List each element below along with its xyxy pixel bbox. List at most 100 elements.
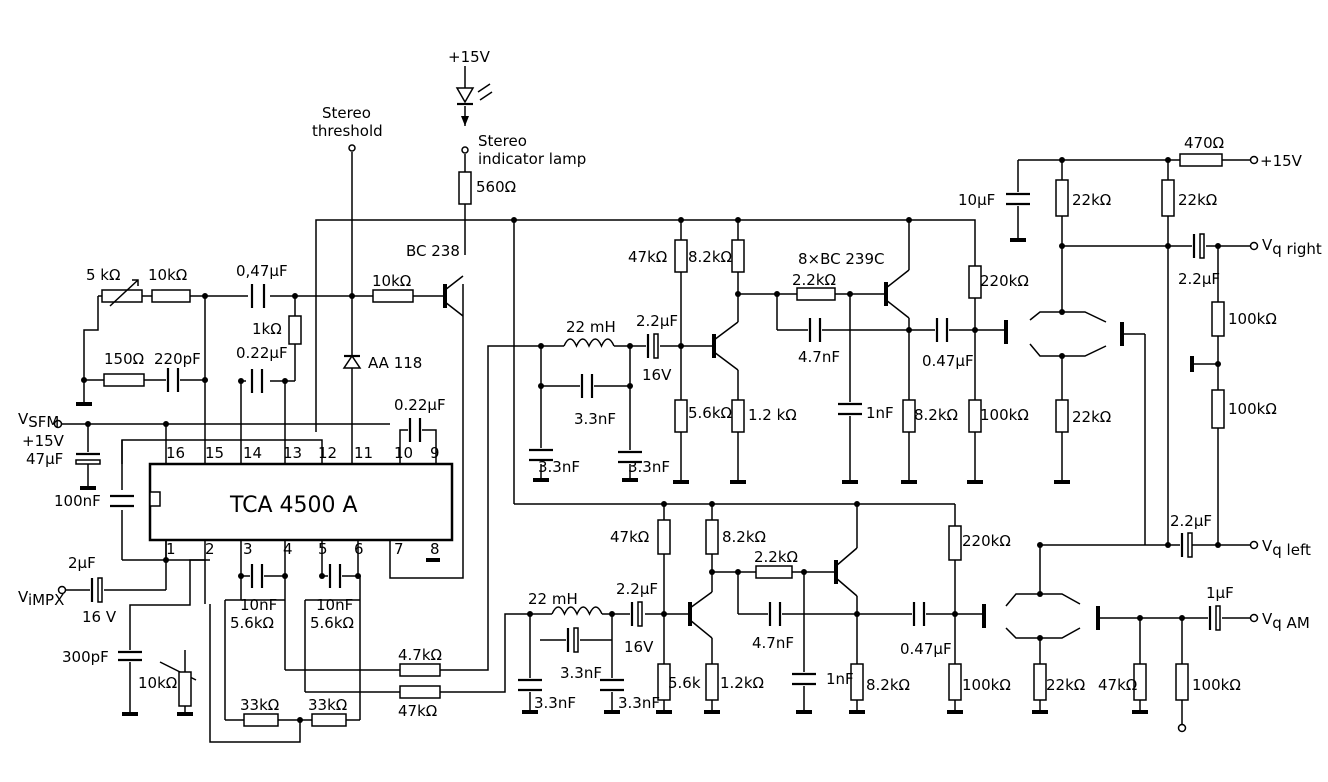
supply-15v-top: +15V (448, 48, 491, 66)
r100k-right2-value: 100kΩ (1228, 400, 1277, 418)
ic-tca4500a: TCA 4500 A 16 15 14 13 12 11 10 9 1 2 3 … (148, 444, 454, 558)
r100k-right1-value: 100kΩ (1228, 310, 1277, 328)
c10n-a-value: 10nF (240, 596, 277, 614)
diode-aa118 (342, 354, 362, 369)
vimpx-label: ViMPX (18, 588, 64, 609)
pin-1: 1 (166, 540, 176, 558)
pin-10: 10 (394, 444, 413, 462)
c10n-b-value: 10nF (316, 596, 353, 614)
c33n-bottom1-value: 3.3nF (560, 664, 602, 682)
c10u-value: 10µF (958, 191, 995, 209)
r56-bottom-value: 5.6k (668, 674, 701, 692)
stereo-threshold-line2: threshold (312, 122, 383, 140)
r56k-a-value: 5.6kΩ (230, 614, 274, 632)
r22k-top-value: 2.2kΩ (792, 271, 836, 289)
r22k-am-value: 22kΩ (1046, 676, 1085, 694)
bc238-label: BC 238 (406, 242, 460, 260)
c047-bottom-value: 0.47µF (900, 640, 952, 658)
wiring (62, 66, 1250, 743)
bc239c-label: 8×BC 239C (798, 250, 884, 268)
component-values: 560Ω 5 kΩ 10kΩ 0,47µF 1kΩ 10kΩ 150Ω 220p… (26, 134, 1277, 720)
v16-bottom-value: 16V (624, 638, 654, 656)
pin-2: 2 (205, 540, 215, 558)
aa118-label: AA 118 (368, 354, 422, 372)
c2u-in-value: 2µF (68, 554, 96, 572)
v16-top-value: 16V (642, 366, 672, 384)
c22-right-value: 2.2µF (1178, 270, 1220, 288)
r47k-am-value: 47kΩ (1098, 676, 1137, 694)
r33k-a-value: 33kΩ (240, 696, 279, 714)
c100n-value: 100nF (54, 492, 101, 510)
pin-16: 16 (166, 444, 185, 462)
c022-a-value: 0.22µF (236, 344, 288, 362)
r22k-bottom-value: 2.2kΩ (754, 548, 798, 566)
potentiometers (109, 279, 139, 307)
c1n-top-value: 1nF (866, 404, 894, 422)
r100k-am-value: 100kΩ (1192, 676, 1241, 694)
r82k-top-value: 8.2kΩ (688, 248, 732, 266)
r100k-bottom-value: 100kΩ (962, 676, 1011, 694)
resistors (101, 153, 1225, 727)
r100k-top-value: 100kΩ (980, 406, 1029, 424)
c047-a-value: 0,47µF (236, 262, 288, 280)
led-stereo-indicator (455, 83, 493, 126)
vq-right-label: Vq right (1262, 236, 1322, 258)
vq-left-label: Vq left (1262, 537, 1311, 559)
r10k-b-value: 10kΩ (372, 272, 411, 290)
pin-7: 7 (394, 540, 404, 558)
pin-15: 15 (205, 444, 224, 462)
r82k-bottom-value: 8.2kΩ (722, 528, 766, 546)
r12k-top-value: 1.2 kΩ (748, 406, 797, 424)
c022-b-value: 0.22µF (394, 396, 446, 414)
pin-8: 8 (430, 540, 440, 558)
l22-top-value: 22 mH (566, 318, 616, 336)
c220p-value: 220pF (154, 350, 201, 368)
r470-value: 470Ω (1184, 134, 1224, 152)
r560-value: 560Ω (476, 178, 516, 196)
pin-4: 4 (283, 540, 293, 558)
c22-left-value: 2.2µF (1170, 512, 1212, 530)
r82k-top2-value: 8.2kΩ (914, 406, 958, 424)
r33k-b-value: 33kΩ (308, 696, 347, 714)
r1k-value: 1kΩ (252, 320, 282, 338)
r47k-top-value: 47kΩ (628, 248, 667, 266)
pin-5: 5 (318, 540, 328, 558)
r47k-a-value: 4.7kΩ (398, 646, 442, 664)
c22-top-value: 2.2µF (636, 312, 678, 330)
terminals (53, 144, 1259, 733)
stereo-lamp-line1: Stereo (478, 132, 527, 150)
supply-15v-right: +15V (1260, 152, 1303, 170)
pin-13: 13 (283, 444, 302, 462)
r47k-b-value: 47kΩ (398, 702, 437, 720)
c300p-value: 300pF (62, 648, 109, 666)
junctions (81, 157, 1221, 723)
r22k-r3-value: 22kΩ (1072, 408, 1111, 426)
r10k-a-value: 10kΩ (148, 266, 187, 284)
vq-am-label: Vq AM (1262, 610, 1310, 632)
r82k-bottom2-value: 8.2kΩ (866, 676, 910, 694)
inductors (551, 338, 615, 616)
c33n-top1-value: 3.3nF (574, 410, 616, 428)
r22k-r2-value: 22kΩ (1178, 191, 1217, 209)
stereo-lamp-line2: indicator lamp (478, 150, 586, 168)
stereo-threshold-line1: Stereo (322, 104, 371, 122)
ic-name: TCA 4500 A (229, 493, 358, 518)
c22-bottom-value: 2.2µF (616, 580, 658, 598)
capacitors (75, 192, 1221, 692)
r56k-b-value: 5.6kΩ (310, 614, 354, 632)
r47k-bottom-value: 47kΩ (610, 528, 649, 546)
rp10k-value: 10kΩ (138, 674, 177, 692)
pin-11: 11 (354, 444, 373, 462)
r5k-value: 5 kΩ (86, 266, 120, 284)
c33n-top2-value: 3.3nF (538, 458, 580, 476)
r56k-top-value: 5.6kΩ (688, 404, 732, 422)
l22-bottom-value: 22 mH (528, 590, 578, 608)
pin-6: 6 (354, 540, 364, 558)
transistors (443, 269, 1124, 639)
r22k-r1-value: 22kΩ (1072, 191, 1111, 209)
c33n-top3-value: 3.3nF (628, 458, 670, 476)
grounds (76, 238, 1194, 716)
vsfm-label: VSFM (18, 410, 59, 431)
c047-top-value: 0.47µF (922, 352, 974, 370)
